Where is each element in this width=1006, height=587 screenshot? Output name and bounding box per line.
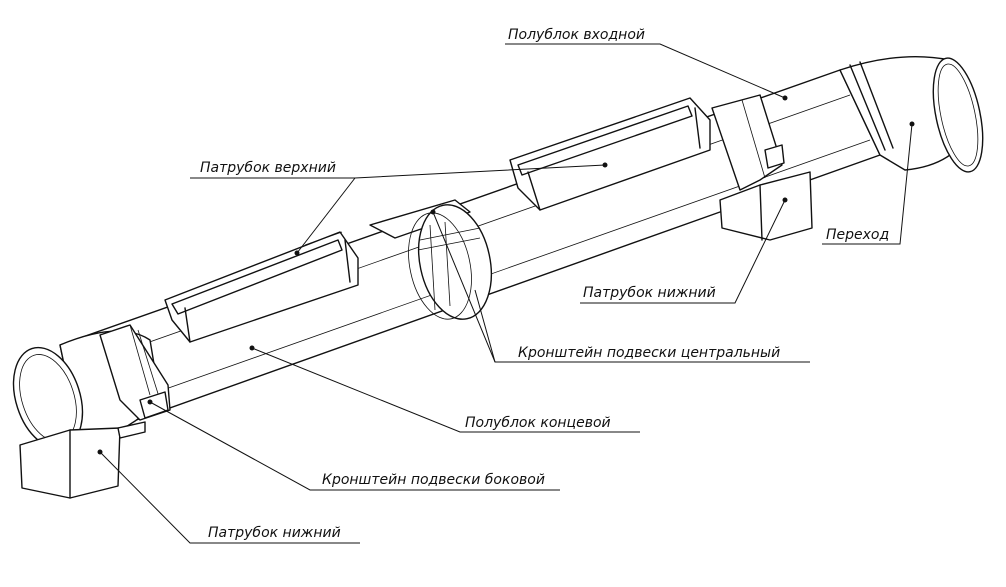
leader-dot [602,162,608,168]
side-bracket [99,324,171,421]
label-transition: Переход [826,227,889,243]
label-side-bracket: Кронштейн подвески боковой [322,472,545,488]
transition-piece [839,55,984,173]
leader-dot [782,95,788,101]
central-bracket [369,199,492,320]
leader-dot [782,197,788,203]
lower-branch-left [19,421,146,499]
right-bracket [711,94,785,191]
upper-branch-right [509,97,711,211]
label-inlet-half-block: Полублок входной [508,27,645,43]
label-central-bracket: Кронштейн подвески центральный [518,345,780,361]
upper-branch-left [164,231,359,343]
leaders [97,43,915,544]
label-upper-branch: Патрубок верхний [200,160,336,176]
leader-dot [294,250,300,256]
leader-dot [909,121,915,127]
leader-dot [147,399,153,405]
label-lower-branch-right: Патрубок нижний [583,285,716,301]
leader-dot [430,209,436,215]
label-end-half-block: Полублок концевой [465,415,611,431]
leader-dot [97,449,103,455]
label-lower-branch-left: Патрубок нижний [208,525,341,541]
lower-branch-right [719,171,813,241]
leader-dot [249,345,255,351]
